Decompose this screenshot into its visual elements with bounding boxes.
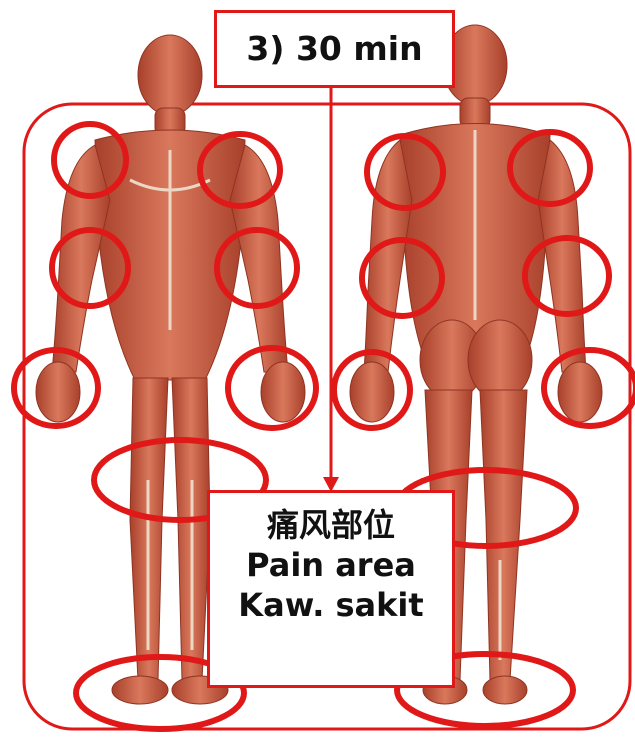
front-right-arm xyxy=(229,144,289,373)
duration-text: 3) 30 min xyxy=(246,29,423,68)
marker-back-feet xyxy=(394,651,576,729)
marker-back-left-shoulder xyxy=(364,133,446,211)
duration-label: 3) 30 min xyxy=(214,10,455,88)
marker-front-knees xyxy=(91,437,269,523)
back-right-leg xyxy=(479,389,528,681)
marker-front-right-elbow xyxy=(214,227,300,309)
marker-front-right-wrist xyxy=(225,345,319,431)
front-head xyxy=(137,34,203,116)
front-left-hand xyxy=(35,361,81,423)
marker-front-right-shoulder xyxy=(197,131,283,209)
marker-back-left-wrist xyxy=(331,349,413,431)
pain-area-english: Pain area xyxy=(246,546,416,584)
front-tendons xyxy=(129,150,211,650)
back-glutes-right xyxy=(467,319,533,401)
front-left-arm xyxy=(51,144,111,373)
pain-area-label: 痛风部位 Pain area Kaw. sakit xyxy=(207,490,455,688)
marker-front-feet xyxy=(73,654,247,732)
marker-back-right-elbow xyxy=(522,235,612,317)
front-left-foot xyxy=(111,675,169,705)
pain-area-malay: Kaw. sakit xyxy=(238,586,424,624)
marker-back-left-elbow xyxy=(359,237,445,319)
back-right-hand xyxy=(557,361,603,423)
marker-back-right-wrist xyxy=(541,347,635,429)
marker-front-left-elbow xyxy=(49,227,131,309)
back-right-foot xyxy=(482,675,528,705)
marker-front-left-wrist xyxy=(11,347,101,429)
back-right-arm xyxy=(537,139,587,373)
front-right-hand xyxy=(260,361,306,423)
front-figure xyxy=(35,34,306,705)
marker-front-left-shoulder xyxy=(51,121,129,199)
connector-arrow xyxy=(323,88,339,492)
marker-back-right-shoulder xyxy=(507,129,593,207)
pain-area-chinese: 痛风部位 xyxy=(266,506,395,544)
back-left-hand xyxy=(349,361,395,423)
